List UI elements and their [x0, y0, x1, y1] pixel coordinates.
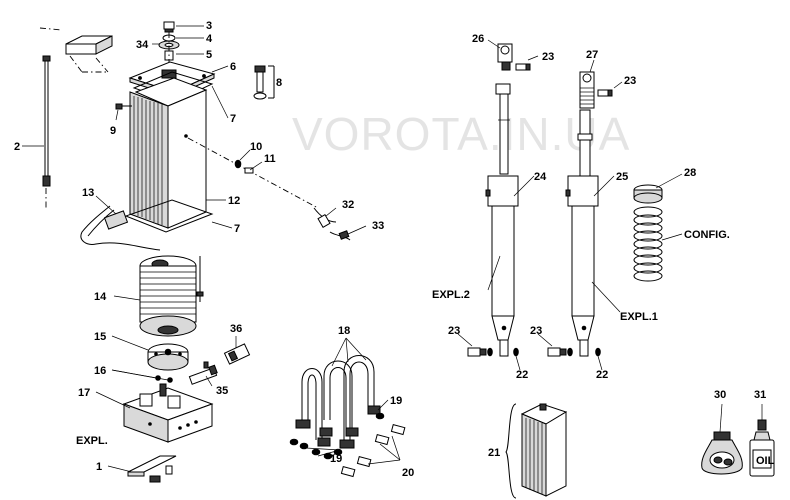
part-36-valve [203, 343, 251, 369]
part-12-cylinder-block [129, 77, 208, 229]
part-26-rod-eye [497, 43, 513, 71]
label-19-bottom: 19 [330, 453, 342, 465]
grease-bag-icon [701, 403, 743, 475]
label-1: 1 [96, 461, 102, 473]
part-7-gasket-bottom [124, 199, 214, 233]
part-23-screw-top-right [597, 89, 613, 97]
part-22-washer-left [513, 347, 519, 357]
label-23-top-left: 23 [542, 51, 554, 63]
part-23-screw-bottom-left [467, 347, 493, 357]
part-34-washer [158, 40, 180, 50]
label-25: 25 [616, 171, 628, 183]
part-35-valve-stem [188, 364, 218, 385]
label-32: 32 [342, 199, 354, 211]
label-10: 10 [250, 141, 262, 153]
part-9-screw [115, 103, 132, 110]
label-35: 35 [216, 385, 228, 397]
label-36: 36 [230, 323, 242, 335]
label-4: 4 [206, 33, 213, 45]
label-27: 27 [586, 49, 598, 61]
label-30: 30 [714, 389, 726, 401]
label-11: 11 [264, 153, 276, 165]
part-14-motor [139, 255, 204, 337]
label-26: 26 [472, 33, 484, 45]
label-14: 14 [94, 291, 107, 303]
leader-lines-right [457, 39, 683, 371]
part-1-bracket [127, 455, 177, 483]
part-2-top-bracket [65, 35, 113, 73]
part-20-screws [340, 423, 406, 478]
part-24-cylinder-expl2 [485, 83, 519, 357]
label-19-right: 19 [390, 395, 402, 407]
label-24: 24 [534, 171, 547, 183]
part-23-screw-bottom-right [547, 347, 573, 357]
label-23-top-right: 23 [624, 75, 636, 87]
part-28-spring [633, 184, 663, 282]
oil-bottle-icon: OIL [749, 404, 775, 477]
part-21-assembled-unit [505, 403, 568, 499]
label-33: 33 [372, 220, 384, 232]
label-expl: EXPL. [76, 435, 108, 447]
part-17-pump-base [122, 383, 214, 443]
part-8-fitting [253, 65, 275, 100]
watermark: VOROTA.IN.UA [292, 108, 630, 160]
label-13: 13 [82, 187, 94, 199]
part-23-screw-top-left [515, 63, 531, 71]
part-3-screw [163, 21, 175, 33]
label-3: 3 [206, 20, 212, 32]
label-22-right: 22 [596, 369, 608, 381]
part-27-rod-eye [579, 71, 595, 109]
label-5: 5 [206, 49, 212, 61]
label-16: 16 [94, 365, 106, 377]
label-15: 15 [94, 331, 106, 343]
label-expl2: EXPL.2 [432, 289, 470, 301]
label-28: 28 [684, 167, 696, 179]
part-15-coupling [147, 343, 189, 371]
part-25-cylinder-expl1 [565, 109, 599, 357]
label-34: 34 [136, 39, 149, 51]
part-13-cable-connector [80, 205, 161, 251]
part-32-cable [313, 207, 337, 229]
part-22-washer-right [595, 347, 601, 357]
label-23-bottom-right: 23 [530, 325, 542, 337]
part-10-washer [234, 159, 242, 169]
part-11-screw [244, 167, 254, 174]
label-7-bottom: 7 [234, 223, 240, 235]
part-33-cable-end [329, 230, 351, 241]
label-7-top: 7 [230, 113, 236, 125]
label-config: CONFIG. [684, 229, 730, 241]
label-expl1: EXPL.1 [620, 311, 658, 323]
part-2-rod [39, 27, 63, 210]
label-9: 9 [110, 125, 116, 137]
label-18: 18 [338, 325, 350, 337]
part-labels: 3 4 34 5 6 8 7 9 2 10 11 13 12 32 7 33 1… [14, 20, 766, 479]
label-2: 2 [14, 141, 20, 153]
label-12: 12 [228, 195, 240, 207]
label-8: 8 [276, 77, 282, 89]
label-31: 31 [754, 389, 766, 401]
leader-lines-center [305, 337, 401, 465]
label-23-bottom-left: 23 [448, 325, 460, 337]
leader-lines-left [22, 25, 367, 473]
label-22-left: 22 [516, 369, 528, 381]
part-18-hoses [301, 355, 375, 440]
label-17: 17 [78, 387, 90, 399]
oil-bottle-text: OIL [756, 455, 775, 467]
label-21: 21 [488, 447, 500, 459]
label-20: 20 [402, 467, 414, 479]
label-6: 6 [230, 61, 236, 73]
